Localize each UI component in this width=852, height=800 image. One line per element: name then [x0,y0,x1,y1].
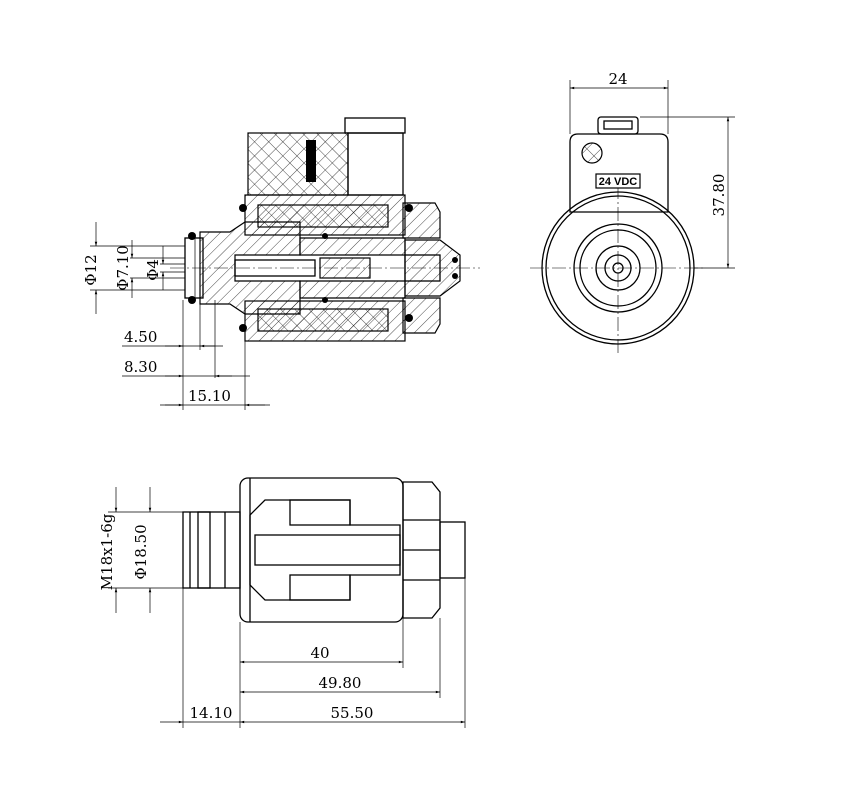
dim-15-10: 15.10 [188,387,231,405]
side-view-dimensions: M18x1-6g Φ18.50 40 49.80 14.10 55.50 [98,487,466,728]
ground-symbol-icon [581,142,603,164]
connector-housing [247,132,349,196]
dim-4-50: 4.50 [124,328,157,346]
end-view-dimensions: 24 37.80 [569,70,735,269]
section-view [170,117,480,342]
dim-55-50: 55.50 [331,704,374,722]
voltage-label: 24 VDC [599,176,638,188]
dim-49-80: 49.80 [319,674,362,692]
dim-d12: Φ12 [82,254,100,285]
dim-24: 24 [608,70,627,88]
dim-37-80: 37.80 [710,174,728,217]
dim-40: 40 [310,644,329,662]
dim-8-30: 8.30 [124,358,157,376]
section-dimensions: Φ12 Φ7.10 Φ4 4.50 8.30 15.10 [82,222,270,410]
dim-thread: M18x1-6g [98,513,116,590]
dim-d4: Φ4 [144,259,162,281]
side-view [182,477,466,623]
dim-d18-50: Φ18.50 [132,524,150,579]
end-view: 24 VDC [530,116,705,355]
dim-d7-10: Φ7.10 [114,245,132,291]
dim-14-10: 14.10 [190,704,233,722]
